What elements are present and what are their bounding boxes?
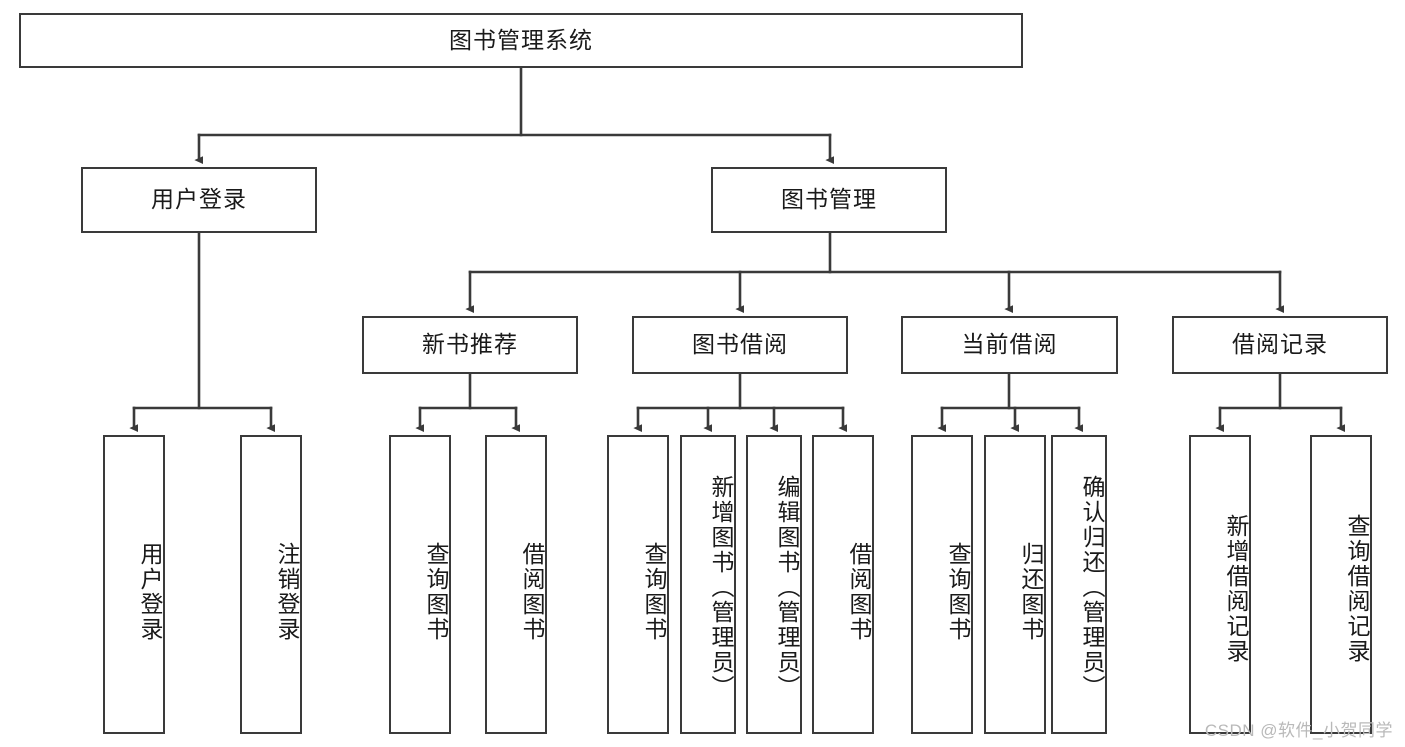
node-leaf-query-book-3[interactable]: 查询图书 (911, 435, 973, 734)
node-leaf-query-book-3-label: 查询图书 (945, 541, 971, 642)
node-leaf-query-book-2[interactable]: 查询图书 (607, 435, 669, 734)
node-borrow-records-label: 借阅记录 (1232, 331, 1328, 358)
node-book-borrow[interactable]: 图书借阅 (632, 316, 848, 374)
node-book-borrow-label: 图书借阅 (692, 331, 788, 358)
csdn-watermark: CSDN @软件_小贺同学 (1204, 721, 1393, 740)
node-user-login[interactable]: 用户登录 (81, 167, 317, 233)
node-leaf-return-book[interactable]: 归还图书 (984, 435, 1046, 734)
node-leaf-add-book-admin[interactable]: 新增图书（管理员） (680, 435, 736, 734)
node-leaf-add-borrow-record-label: 新增借阅记录 (1223, 513, 1249, 664)
node-new-book-recommend[interactable]: 新书推荐 (362, 316, 578, 374)
node-leaf-borrow-book-2[interactable]: 借阅图书 (812, 435, 874, 734)
node-leaf-query-book-2-label: 查询图书 (641, 541, 667, 642)
node-root[interactable]: 图书管理系统 (19, 13, 1023, 68)
node-leaf-edit-book-admin-label: 编辑图书（管理员） (774, 475, 800, 700)
node-leaf-return-book-label: 归还图书 (1018, 541, 1044, 642)
node-leaf-confirm-return-admin[interactable]: 确认归还（管理员） (1051, 435, 1107, 734)
node-leaf-borrow-book-1-label: 借阅图书 (519, 541, 545, 642)
node-current-borrow-label: 当前借阅 (961, 331, 1058, 358)
node-leaf-edit-book-admin[interactable]: 编辑图书（管理员） (746, 435, 802, 734)
node-leaf-user-login-label: 用户登录 (137, 541, 163, 642)
node-leaf-logout[interactable]: 注销登录 (240, 435, 302, 734)
node-root-label: 图书管理系统 (449, 26, 593, 53)
node-leaf-add-borrow-record[interactable]: 新增借阅记录 (1189, 435, 1251, 734)
node-current-borrow[interactable]: 当前借阅 (901, 316, 1118, 374)
node-leaf-query-book-1[interactable]: 查询图书 (389, 435, 451, 734)
node-borrow-records[interactable]: 借阅记录 (1172, 316, 1388, 374)
node-leaf-query-borrow-record[interactable]: 查询借阅记录 (1310, 435, 1372, 734)
node-leaf-logout-label: 注销登录 (274, 541, 300, 642)
node-new-book-recommend-label: 新书推荐 (422, 331, 518, 358)
node-book-management[interactable]: 图书管理 (711, 167, 947, 233)
node-leaf-query-borrow-record-label: 查询借阅记录 (1344, 513, 1370, 664)
node-leaf-borrow-book-1[interactable]: 借阅图书 (485, 435, 547, 734)
node-leaf-user-login[interactable]: 用户登录 (103, 435, 165, 734)
node-leaf-confirm-return-admin-label: 确认归还（管理员） (1079, 475, 1105, 700)
node-user-login-label: 用户登录 (151, 186, 247, 213)
node-leaf-query-book-1-label: 查询图书 (423, 541, 449, 642)
node-book-management-label: 图书管理 (781, 186, 877, 213)
node-leaf-borrow-book-2-label: 借阅图书 (846, 541, 872, 642)
node-leaf-add-book-admin-label: 新增图书（管理员） (708, 475, 734, 700)
